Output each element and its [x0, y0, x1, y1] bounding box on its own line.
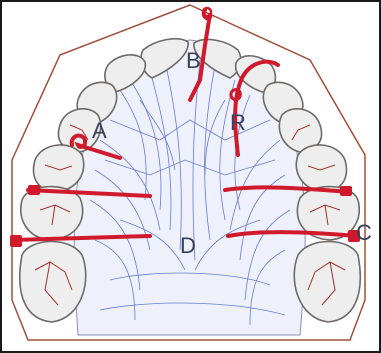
- label-d: D: [180, 233, 196, 258]
- label-c: C: [356, 220, 372, 245]
- label-a: A: [92, 118, 107, 143]
- label-b: B: [186, 48, 201, 73]
- label-r: R: [230, 110, 246, 135]
